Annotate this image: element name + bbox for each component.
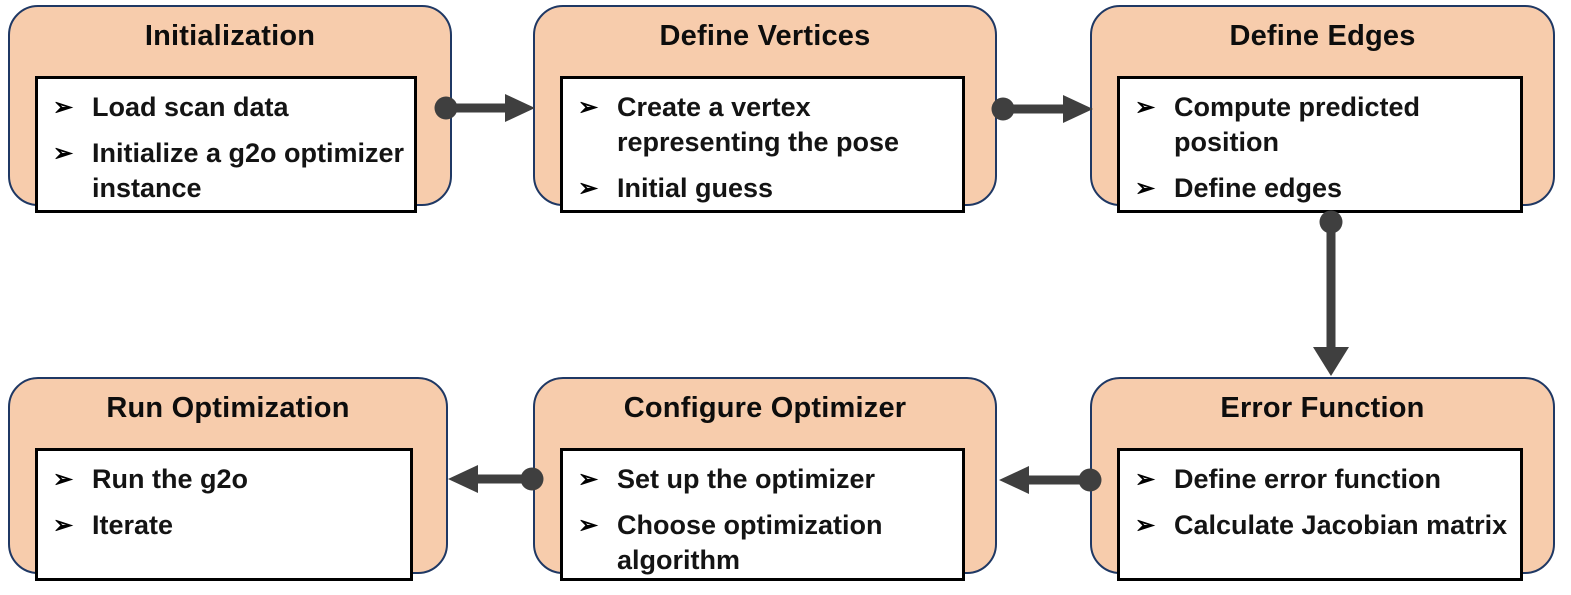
bullet-item: ➢ Calculate Jacobian matrix: [1132, 508, 1512, 543]
box-content-panel: ➢ Set up the optimizer ➢ Choose optimiza…: [560, 448, 965, 581]
connector-shaft: [446, 103, 508, 113]
connector-start-dot: [1319, 210, 1343, 234]
box-title: Define Edges: [1229, 20, 1416, 52]
flow-box-error-function: Error Function ➢ Define error function ➢…: [1090, 377, 1555, 581]
bullet-item: ➢ Define error function: [1132, 462, 1512, 497]
down-arrowhead-icon: [1313, 347, 1349, 376]
box-title: Error Function: [1220, 392, 1425, 424]
bullet-item-text: Run the g2o: [92, 464, 248, 494]
left-arrowhead-icon: [448, 465, 478, 493]
box-content-panel: ➢ Run the g2o ➢ Iterate: [35, 448, 413, 581]
flow-box-run-optimization: Run Optimization ➢ Run the g2o ➢ Iterate: [8, 377, 448, 581]
arrowhead-bullet-icon: ➢: [53, 512, 74, 539]
box-title: Run Optimization: [106, 392, 350, 424]
bullet-item: ➢ Iterate: [50, 508, 402, 543]
bullet-item-text: Calculate Jacobian matrix: [1174, 510, 1508, 540]
box-content-panel: ➢ Load scan data ➢ Initialize a g2o opti…: [35, 76, 417, 213]
arrowhead-bullet-icon: ➢: [53, 94, 74, 121]
connector-configure-optimizer-to-run-optimization: [448, 465, 544, 493]
flow-box-define-edges: Define Edges ➢ Compute predicted positio…: [1090, 5, 1555, 213]
bullet-item-text: Set up the optimizer: [617, 464, 876, 494]
box-content-panel: ➢ Compute predicted position ➢ Define ed…: [1117, 76, 1523, 213]
arrowhead-bullet-icon: ➢: [1135, 466, 1156, 493]
bullet-item-text: Initial guess: [617, 173, 774, 203]
bullet-item: ➢ Choose optimization algorithm: [575, 508, 954, 578]
bullet-item: ➢ Create a vertex representing the pose: [575, 90, 954, 160]
flow-box-configure-optimizer: Configure Optimizer ➢ Set up the optimiz…: [533, 377, 997, 581]
bullet-item-text: Create a vertex representing the pose: [617, 92, 900, 157]
bullet-item-text: Initialize a g2o optimizer instance: [92, 138, 405, 203]
connector-define-vertices-to-define-edges: [991, 95, 1093, 123]
bullet-item-text: Iterate: [92, 510, 174, 540]
bullet-item-text: Define error function: [1174, 464, 1442, 494]
box-title: Initialization: [144, 20, 316, 52]
bullet-item: ➢ Initial guess: [575, 171, 954, 206]
box-content-panel: ➢ Define error function ➢ Calculate Jaco…: [1117, 448, 1523, 581]
arrowhead-bullet-icon: ➢: [578, 94, 599, 121]
arrowhead-bullet-icon: ➢: [53, 140, 74, 167]
left-arrowhead-icon: [999, 466, 1029, 494]
bullet-item: ➢ Set up the optimizer: [575, 462, 954, 497]
bullet-item: ➢ Run the g2o: [50, 462, 402, 497]
connector-shaft: [1003, 104, 1065, 114]
box-content-panel: ➢ Create a vertex representing the pose …: [560, 76, 965, 213]
arrowhead-bullet-icon: ➢: [1135, 512, 1156, 539]
flow-box-initialization: Initialization ➢ Load scan data ➢ Initia…: [8, 5, 452, 213]
arrowhead-bullet-icon: ➢: [578, 175, 599, 202]
flow-box-define-vertices: Define Vertices ➢ Create a vertex repres…: [533, 5, 997, 213]
box-title: Configure Optimizer: [623, 392, 907, 424]
bullet-item-text: Load scan data: [92, 92, 289, 122]
box-title: Define Vertices: [659, 20, 871, 52]
right-arrowhead-icon: [505, 94, 535, 122]
arrowhead-bullet-icon: ➢: [1135, 94, 1156, 121]
right-arrowhead-icon: [1063, 95, 1093, 123]
connector-shaft: [477, 474, 532, 484]
bullet-item: ➢ Initialize a g2o optimizer instance: [50, 136, 406, 206]
arrowhead-bullet-icon: ➢: [1135, 175, 1156, 202]
arrowhead-bullet-icon: ➢: [53, 466, 74, 493]
connector-shaft: [1028, 475, 1090, 485]
arrowhead-bullet-icon: ➢: [578, 512, 599, 539]
connector-error-function-to-configure-optimizer: [999, 466, 1102, 494]
bullet-item-text: Compute predicted position: [1174, 92, 1421, 157]
bullet-item: ➢ Compute predicted position: [1132, 90, 1512, 160]
bullet-item: ➢ Define edges: [1132, 171, 1512, 206]
bullet-item: ➢ Load scan data: [50, 90, 406, 125]
bullet-item-text: Define edges: [1174, 173, 1343, 203]
bullet-item-text: Choose optimization algorithm: [617, 510, 883, 575]
arrowhead-bullet-icon: ➢: [578, 466, 599, 493]
connector-shaft: [1326, 222, 1336, 350]
connector-define-edges-to-error-function: [1313, 210, 1349, 376]
